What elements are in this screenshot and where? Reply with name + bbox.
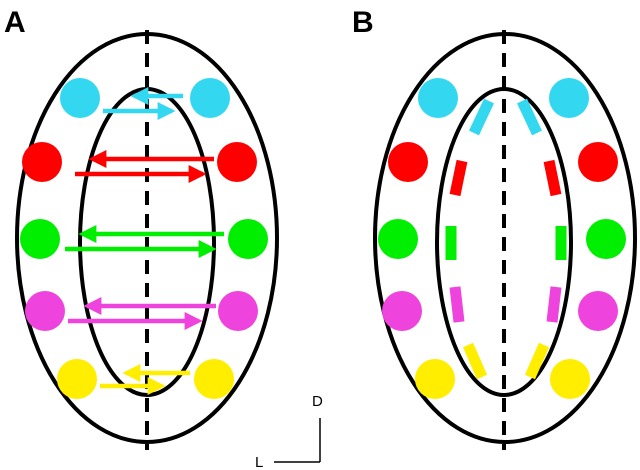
magenta-dot-left-a (25, 291, 65, 331)
yellow-dash-right-b (524, 342, 550, 380)
green-dot-right-a (228, 219, 268, 259)
lateral-label: L (255, 454, 263, 470)
magenta-dot-left-b (382, 291, 422, 331)
panel-a-label: A (4, 6, 26, 39)
red-dash-left-1-b (449, 159, 468, 197)
cyan-dot-right-a (190, 78, 230, 118)
red-dot-right-b (578, 142, 618, 182)
magenta-dash-right-b (546, 286, 562, 323)
orientation-indicator: D L (255, 393, 323, 470)
dorsal-label: D (312, 393, 323, 410)
cyan-dot-right-b (549, 78, 589, 118)
cyan-dash-right-b (517, 98, 542, 136)
cyan-dot-left-b (418, 78, 458, 118)
cyan-dot-left-a (60, 78, 100, 118)
panel-b-label: B (352, 6, 374, 39)
magenta-dot-right-a (218, 291, 258, 331)
green-dot-left-a (20, 219, 60, 259)
panel-a: A (4, 6, 279, 450)
cyan-dash-left-b (469, 98, 494, 136)
magenta-dot-right-b (578, 291, 618, 331)
red-dot-right-a (217, 142, 257, 182)
green-dot-left-b (378, 219, 418, 259)
yellow-dot-left-b (415, 359, 455, 399)
yellow-dot-right-b (550, 359, 590, 399)
yellow-dot-right-a (194, 359, 234, 399)
red-dot-left-b (388, 142, 428, 182)
red-dash-right-b (543, 159, 562, 197)
green-dot-right-b (586, 219, 626, 259)
magenta-dash-left-b (449, 286, 465, 323)
red-dot-left-a (22, 142, 62, 182)
panel-b: B (352, 6, 637, 450)
yellow-dash-left-b (462, 342, 488, 380)
yellow-dot-left-a (57, 359, 97, 399)
